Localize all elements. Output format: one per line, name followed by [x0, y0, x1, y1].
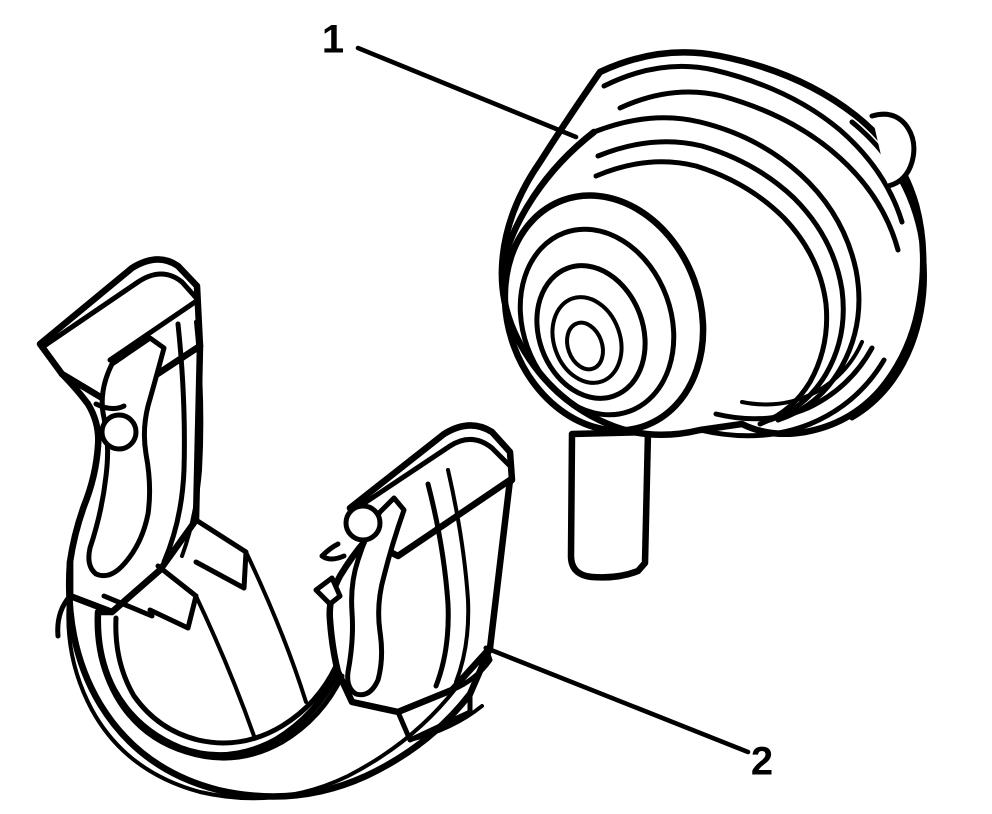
bushing-face-ring-2 — [517, 226, 677, 418]
bushing-rear-ring-a — [601, 63, 905, 225]
callout-2-leader — [483, 645, 751, 755]
callout-1-leader — [355, 45, 579, 140]
bushing-belly-arc-1 — [697, 357, 887, 439]
callout-1-label: 1 — [322, 18, 344, 62]
saddle-arc-line-2 — [113, 615, 339, 746]
bushing-ring-step-2 — [595, 139, 846, 423]
left-flange-tab-edge-inner — [107, 297, 201, 363]
left-cap-rib-1 — [161, 321, 187, 565]
saddle-rib-5 — [194, 594, 256, 738]
bushing-bore-hole — [565, 320, 605, 372]
saddle-joint-edge-right-2 — [408, 704, 484, 742]
left-flange-tab-edge-top — [41, 271, 201, 349]
right-cap-rib-1 — [425, 481, 451, 689]
right-cap-inner-relief — [345, 495, 407, 698]
left-bolt-hole — [99, 412, 139, 452]
saddle-rib-3 — [193, 517, 249, 591]
cap-half-left — [36, 256, 204, 616]
saddle-joint-edge-right — [395, 691, 473, 743]
saddle-joint-face-left — [55, 593, 73, 639]
saddle-arc-band — [55, 517, 494, 801]
cap-half-right — [319, 422, 516, 716]
cap-split-wedge — [313, 575, 343, 607]
right-cap-notch — [319, 541, 347, 562]
part-2-bearing-cap — [36, 256, 516, 801]
callout-2-label: 2 — [751, 740, 773, 784]
saddle-joint-face-right — [449, 645, 493, 693]
bushing-belly-arc-2 — [713, 345, 875, 422]
bushing-face-ring-3 — [534, 263, 648, 401]
bushing-ring-step-1 — [591, 115, 862, 423]
saddle-rib-1 — [101, 593, 155, 619]
bushing-side-tab — [869, 111, 917, 189]
left-cap-rib-2 — [180, 320, 204, 558]
right-cap-rib-2 — [446, 468, 471, 684]
saddle-arc-line-3 — [66, 588, 458, 801]
right-flange-tab-edge — [351, 437, 513, 513]
bushing-stem — [567, 428, 652, 581]
callout-1: 1 — [322, 18, 579, 140]
bushing-face-ring-outer — [501, 192, 707, 434]
bushing-belly-arc-3 — [740, 340, 864, 407]
saddle-rib-2 — [147, 563, 199, 631]
part-1-stepped-bushing — [498, 49, 927, 581]
saddle-rib-4 — [244, 550, 308, 704]
right-bolt-hole — [343, 503, 383, 543]
bushing-front-shoulder — [498, 128, 598, 278]
callout-2: 2 — [483, 645, 773, 784]
left-cap-notch — [93, 401, 127, 412]
bushing-ring-step-3 — [593, 159, 830, 427]
bushing-rear-ring-b — [617, 89, 901, 253]
saddle-arc-line-1 — [95, 609, 345, 761]
bushing-face-ring-4 — [550, 295, 624, 385]
